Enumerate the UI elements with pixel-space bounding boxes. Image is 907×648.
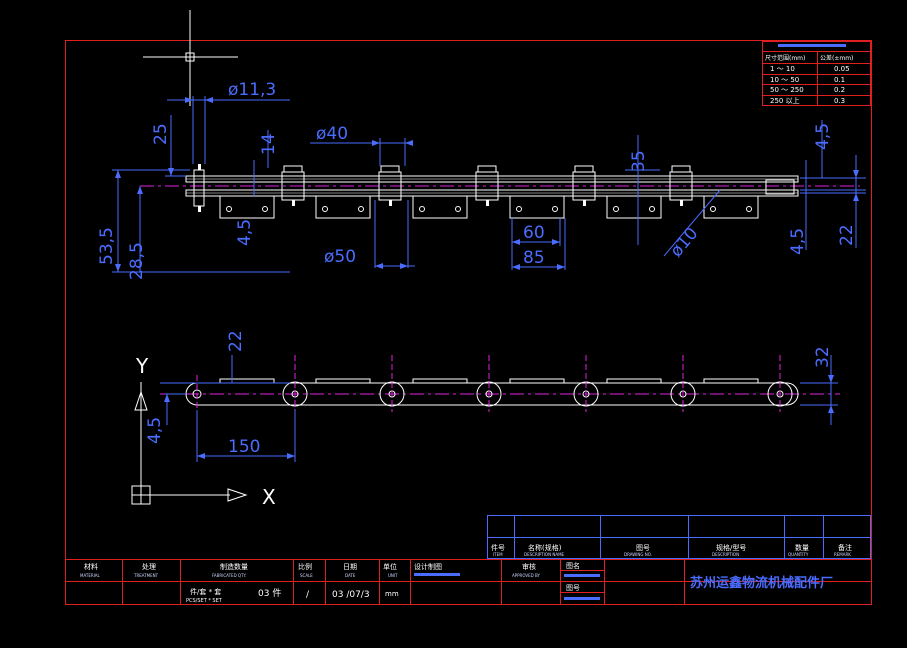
tb-unit: 单位: [383, 562, 397, 571]
title-block-grid: [65, 559, 871, 604]
tb-approved: 审核: [522, 562, 536, 571]
parts-header-name-en: DESCRIPTION NAME: [524, 552, 565, 557]
bottom-view-arrowheads: [164, 375, 834, 459]
tb-approved-en: APPROVED BY: [512, 573, 541, 578]
tb-qty-line1: 件/套 * 套: [190, 587, 221, 596]
tolerance-table: [762, 41, 871, 106]
dim-60: 60: [523, 223, 545, 243]
ucs-icon: [131, 382, 248, 505]
tb-date: 日期: [343, 563, 357, 571]
tb-date-en: DATE: [345, 573, 356, 578]
tolerance-row-2-range: 10 ～ 50: [770, 76, 799, 84]
dim-22-right: 22: [837, 224, 857, 246]
top-view-arrowheads: [115, 97, 859, 272]
tolerance-row-3-tol: 0.2: [834, 86, 845, 94]
tolerance-row-2-tol: 0.1: [834, 76, 845, 84]
crosshair-cursor: [143, 10, 238, 106]
parts-header-drawing-no: 图号: [636, 544, 650, 552]
ucs-x-label: X: [262, 485, 276, 509]
dim-4-5-left: 4,5: [235, 219, 255, 246]
dim-25: 25: [151, 123, 171, 145]
parts-header-drawing-no-en: DRAWING NO.: [624, 552, 652, 557]
top-view-chain: [140, 164, 860, 219]
parts-header-remark-en: REMARK: [834, 552, 851, 557]
dim-4-5-lower-right: 4,5: [788, 228, 808, 255]
tolerance-header-range: 尺寸范围(mm): [765, 54, 805, 62]
dim-28-5: 28,5: [127, 242, 147, 280]
tb-drawing-name: 图名: [566, 561, 580, 570]
parts-header-item-en: ITEM: [493, 552, 503, 557]
tb-treatment-en: TREATMENT: [133, 573, 159, 578]
parts-header-spec: 规格/型号: [716, 543, 746, 552]
parts-header-remark: 备注: [838, 543, 852, 552]
dim-35: 35: [629, 150, 649, 172]
dim-bottom-22: 22: [226, 330, 246, 352]
tolerance-row-4-tol: 0.3: [834, 97, 845, 105]
tb-fab-qty-en: FABRICATED QTY.: [212, 573, 247, 578]
dim-4-5-right: 4,5: [813, 123, 833, 150]
dim-bottom-4-5: 4,5: [145, 417, 165, 444]
parts-header-spec-en: DESCRIPTION: [712, 552, 739, 557]
dim-diameter-50: ø50: [324, 247, 356, 267]
tb-material-en: MATERIAL: [80, 573, 101, 578]
parts-header-item: 件号: [491, 543, 505, 552]
tb-unit-value: mm: [385, 590, 399, 598]
dim-85: 85: [523, 248, 545, 268]
tolerance-row-1-tol: 0.05: [834, 65, 850, 73]
tb-date-value: 03 /07/3: [332, 590, 370, 600]
parts-header-qty-en: QUANTITY: [788, 552, 809, 557]
dim-bottom-150: 150: [228, 437, 260, 457]
dim-diameter-10: ø10: [667, 224, 703, 261]
tb-scale-value: /: [306, 590, 310, 600]
parts-header-qty: 数量: [795, 543, 809, 552]
top-view-dimension-lines: [112, 96, 866, 273]
bottom-view-dimension-lines: [160, 355, 838, 462]
tb-qty-number: 03 件: [258, 587, 281, 599]
tb-treatment: 处理: [142, 562, 156, 571]
tolerance-header-tol: 公差(±mm): [820, 54, 853, 62]
tb-material: 材料: [84, 562, 98, 571]
tb-scale-en: SCALE: [300, 573, 313, 578]
company-name: 苏州运鑫物流机械配件厂: [690, 575, 833, 591]
ucs-y-label: Y: [135, 354, 149, 378]
dim-diameter-40: ø40: [316, 124, 348, 144]
tolerance-row-3-range: 50 ～ 250: [770, 86, 804, 94]
tolerance-row-1-range: 1 ～ 10: [770, 65, 795, 73]
dim-diameter-11-3: ø11,3: [228, 80, 276, 100]
tolerance-row-4-range: 250 以上: [770, 96, 800, 105]
dim-bottom-32: 32: [813, 346, 833, 368]
tb-drawing-no: 图号: [566, 584, 580, 592]
tb-designer: 设计制图: [414, 562, 442, 571]
tb-unit-en: UNIT: [388, 573, 398, 578]
tb-scale: 比例: [298, 562, 312, 571]
tb-fab-qty: 制造数量: [220, 562, 248, 571]
parts-list-grid: [487, 515, 871, 559]
parts-header-name: 名称(规格): [528, 543, 562, 552]
tb-qty-line2: PCS/SET * SET: [186, 598, 223, 604]
dim-14: 14: [259, 133, 279, 155]
dim-53-5: 53,5: [97, 227, 117, 265]
drawing-border: [65, 40, 872, 605]
